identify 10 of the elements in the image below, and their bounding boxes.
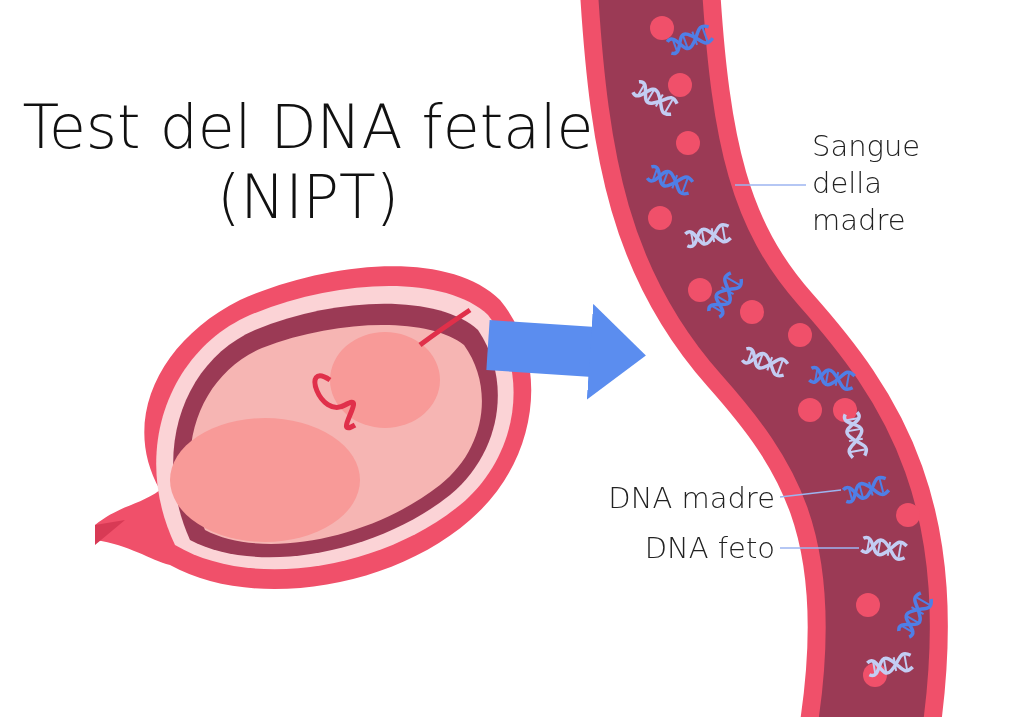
leader-line	[779, 547, 860, 549]
label-text: Sangue della madre	[812, 128, 962, 239]
label-text: DNA feto	[560, 530, 775, 567]
dna-icon	[860, 535, 908, 561]
dna-icon	[842, 475, 891, 504]
title: Test del DNA fetale (NIPT)	[21, 92, 595, 232]
uterus-drawing	[95, 266, 532, 589]
leader-line	[734, 184, 807, 186]
arrow	[486, 303, 646, 400]
label-text: DNA madre	[560, 480, 775, 517]
